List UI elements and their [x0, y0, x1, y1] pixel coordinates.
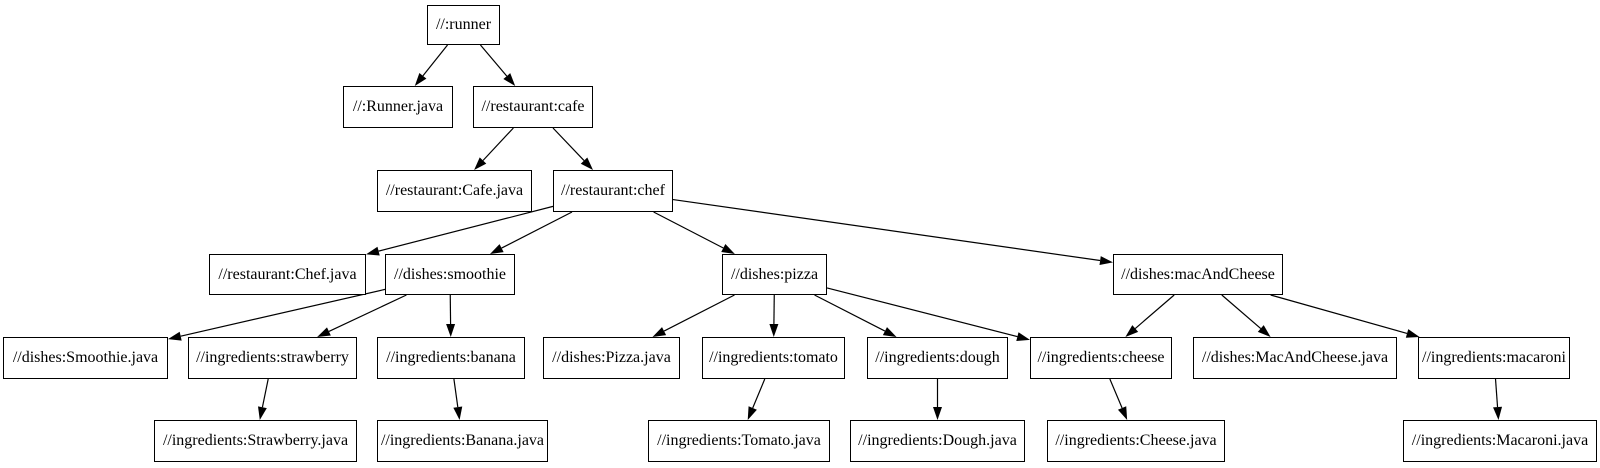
graph-node-Strawberry.java: //ingredients:Strawberry.java: [154, 420, 357, 462]
graph-node-Tomato.java: //ingredients:Tomato.java: [648, 420, 830, 462]
edge-smoothie-to-Smoothie.java: [180, 288, 386, 337]
edge-runner-to-Runner.java: [422, 44, 448, 77]
arrowhead-cheese-to-Cheese.java: [1117, 406, 1128, 420]
arrowhead-smoothie-to-Smoothie.java: [168, 331, 182, 341]
arrowhead-tomato-to-Tomato.java: [747, 406, 757, 420]
arrowhead-smoothie-to-strawberry: [317, 327, 331, 337]
graph-node-pizza: //dishes:pizza: [722, 254, 827, 295]
edge-cafe-to-Cafe.java: [482, 127, 514, 161]
arrowhead-chef-to-pizza: [721, 244, 735, 254]
edge-chef-to-macAndCheese: [672, 198, 1101, 262]
arrowhead-dough-to-Dough.java: [933, 407, 942, 420]
graph-node-macAndCheese: //dishes:macAndCheese: [1113, 254, 1283, 295]
graph-node-Cheese.java: //ingredients:Cheese.java: [1047, 420, 1225, 462]
graph-node-Pizza.java: //dishes:Pizza.java: [543, 337, 680, 379]
arrowhead-cafe-to-Cafe.java: [474, 157, 487, 170]
edge-cafe-to-chef: [552, 127, 585, 162]
edge-cheese-to-Cheese.java: [1109, 378, 1123, 409]
graph-node-tomato: //ingredients:tomato: [702, 337, 845, 379]
arrowhead-runner-to-Runner.java: [414, 73, 427, 86]
arrowhead-macAndCheese-to-cheese: [1125, 325, 1139, 337]
edge-macAndCheese-to-macaroni: [1270, 294, 1408, 335]
edge-chef-to-Chef.java: [378, 205, 554, 252]
edge-banana-to-Banana.java: [453, 378, 459, 408]
graph-node-smoothie: //dishes:smoothie: [385, 254, 515, 295]
arrowhead-runner-to-cafe: [503, 73, 516, 86]
graph-node-Macaroni.java: //ingredients:Macaroni.java: [1403, 420, 1597, 462]
arrowhead-pizza-to-Pizza.java: [652, 327, 667, 337]
arrowhead-chef-to-Chef.java: [366, 246, 380, 256]
edge-macAndCheese-to-MacAndCheese.java: [1221, 294, 1262, 329]
graph-node-Chef.java: //restaurant:Chef.java: [209, 254, 366, 295]
graph-node-chef: //restaurant:chef: [553, 170, 673, 212]
edge-macaroni-to-Macaroni.java: [1494, 378, 1499, 408]
graph-node-strawberry: //ingredients:strawberry: [188, 337, 357, 379]
graph-node-MacAndCheese.java: //dishes:MacAndCheese.java: [1193, 337, 1397, 379]
edge-pizza-to-cheese: [826, 287, 1018, 338]
edge-chef-to-smoothie: [501, 211, 573, 249]
arrowhead-banana-to-Banana.java: [453, 406, 463, 420]
arrowhead-macaroni-to-Macaroni.java: [1493, 406, 1503, 420]
arrowhead-cafe-to-chef: [580, 157, 593, 170]
edge-strawberry-to-Strawberry.java: [261, 378, 269, 408]
edge-pizza-to-dough: [814, 294, 886, 332]
graph-node-dough: //ingredients:dough: [867, 337, 1008, 379]
edge-runner-to-cafe: [479, 44, 508, 77]
arrowhead-pizza-to-cheese: [1016, 332, 1030, 341]
arrowhead-pizza-to-dough: [882, 327, 897, 337]
graph-node-Dough.java: //ingredients:Dough.java: [850, 420, 1025, 462]
graph-node-Runner.java: //:Runner.java: [343, 86, 453, 128]
arrowhead-macAndCheese-to-MacAndCheese.java: [1257, 325, 1271, 337]
edge-pizza-to-Pizza.java: [663, 294, 735, 332]
arrowhead-strawberry-to-Strawberry.java: [258, 406, 267, 420]
graph-node-cafe: //restaurant:cafe: [473, 86, 593, 128]
arrowhead-smoothie-to-banana: [446, 323, 456, 337]
arrowhead-chef-to-smoothie: [490, 244, 504, 254]
graph-node-runner: //:runner: [427, 5, 500, 45]
graph-node-macaroni: //ingredients:macaroni: [1418, 337, 1570, 379]
edge-chef-to-pizza: [653, 211, 724, 249]
arrowhead-pizza-to-tomato: [769, 323, 779, 337]
graph-node-banana: //ingredients:banana: [377, 337, 525, 379]
edge-tomato-to-Tomato.java: [752, 378, 766, 409]
graph-node-Banana.java: //ingredients:Banana.java: [377, 420, 548, 462]
arrowhead-chef-to-macAndCheese: [1099, 256, 1113, 265]
edge-smoothie-to-strawberry: [328, 294, 407, 333]
edge-macAndCheese-to-cheese: [1134, 294, 1175, 329]
graph-node-Smoothie.java: //dishes:Smoothie.java: [3, 337, 168, 379]
graph-node-Cafe.java: //restaurant:Cafe.java: [377, 170, 532, 212]
graph-node-cheese: //ingredients:cheese: [1030, 337, 1172, 379]
